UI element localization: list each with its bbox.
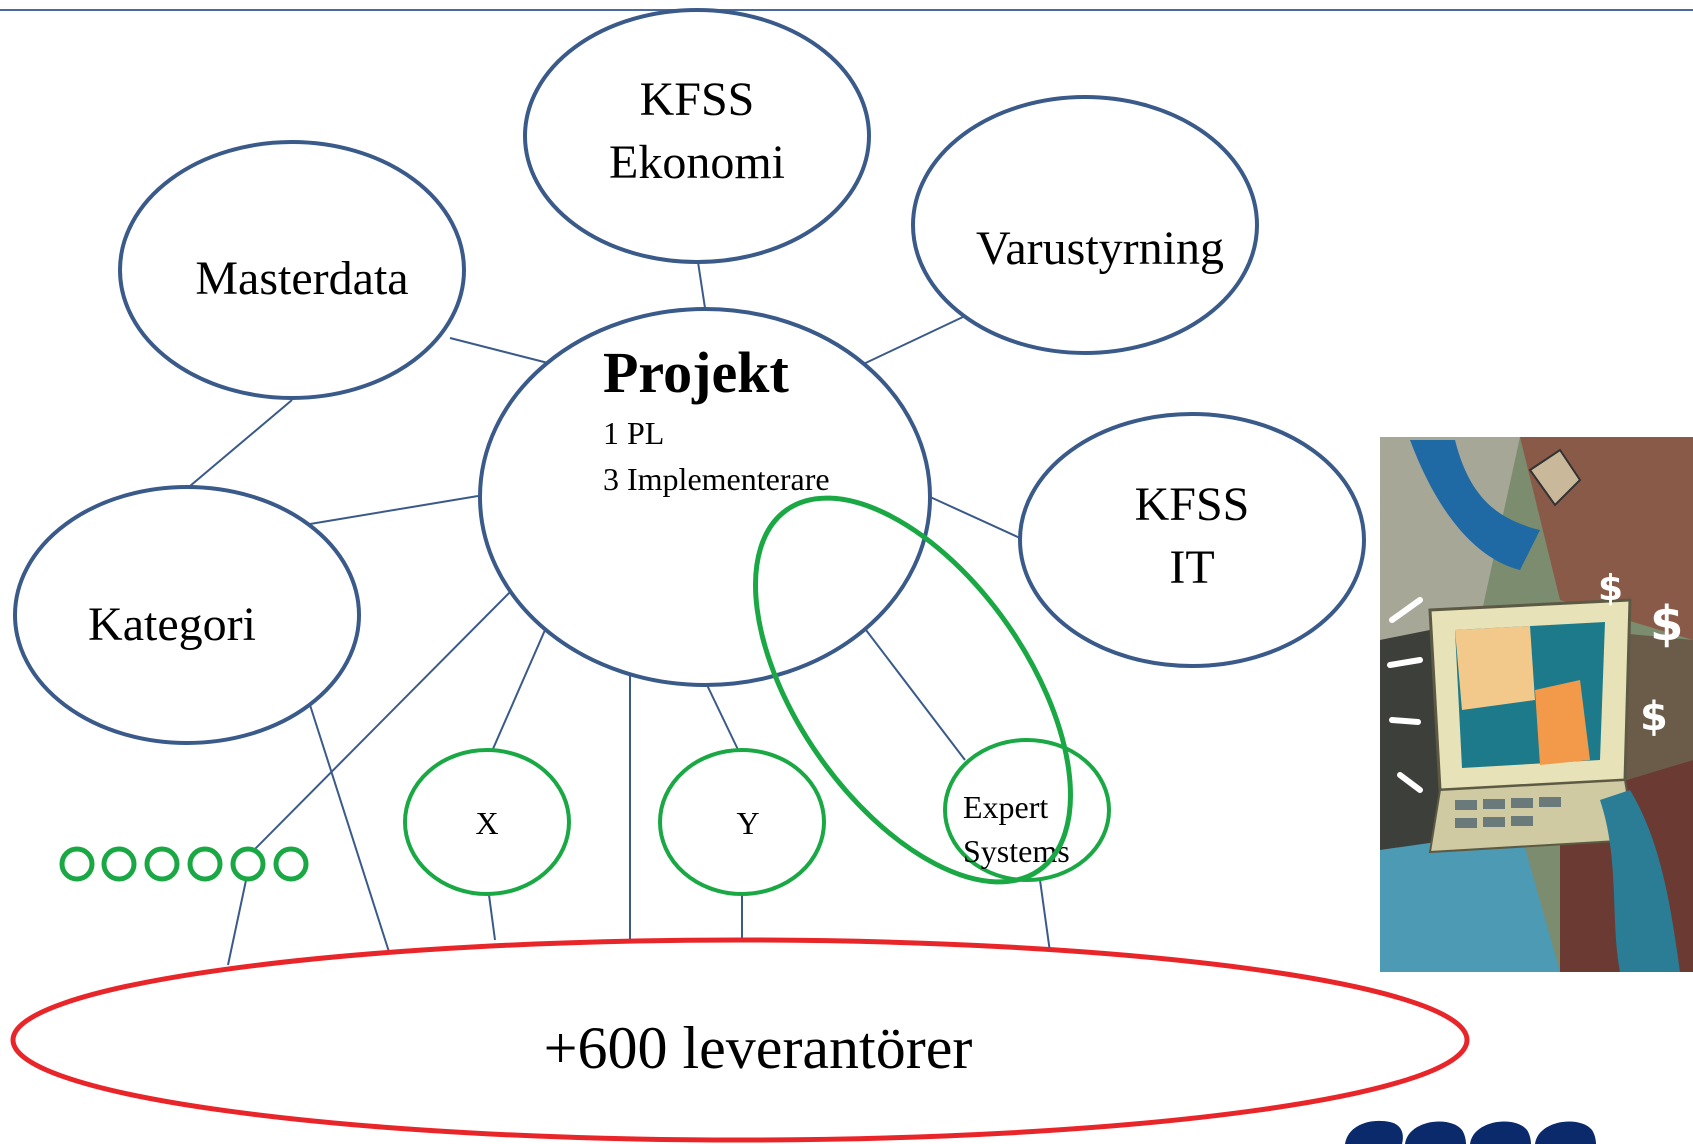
node-kategori: Kategori [13,485,361,745]
node-kfss-it: KFSS IT [1018,412,1366,668]
node-leverantorer: +600 leverantörer [10,937,1470,1143]
node-projekt-line2: 3 Implementerare [603,461,830,497]
connector-projekt-circles [251,589,513,853]
node-masterdata-label: Masterdata [195,252,408,305]
node-kfss-ekonomi-line2: Ekonomi [609,136,785,189]
node-expert-systems: Expert Systems [943,738,1111,882]
node-masterdata: Masterdata [118,140,466,400]
node-x: X [403,748,571,896]
connector-projekt-y [706,684,743,759]
node-varustyrning: Varustyrning [911,95,1259,355]
connector-masterdata-projekt [449,337,549,364]
connector-projekt-x [488,629,546,759]
node-kfss-ekonomi: KFSS Ekonomi [523,8,871,264]
node-projekt-title: Projekt [603,340,789,405]
small-circle [273,846,309,882]
small-circle [59,846,95,882]
node-kfss-it-line2: IT [1169,541,1214,594]
small-circle [230,846,266,882]
connector-kategori-projekt [309,495,479,525]
node-y-label: Y [736,805,759,841]
node-projekt: Projekt 1 PL 3 Implementerare [478,307,932,687]
computer-hands-money-clipart: $ $ $ [1380,437,1693,972]
connector-kategori-leverantorer [309,704,391,956]
node-kfss-it-line1: KFSS [1135,478,1250,531]
small-circles-row [59,846,309,882]
node-varustyrning-label: Varustyrning [976,222,1224,275]
small-circle [187,846,223,882]
node-expert-systems-line1: Expert [963,789,1048,825]
node-y: Y [658,748,826,896]
connector-ekonomi-projekt [697,261,706,309]
connector-varustyrning-projekt [854,315,966,369]
expert-grouping-loop [753,495,1073,885]
node-kategori-label: Kategori [88,598,256,651]
connector-projekt-expert [865,629,966,761]
node-expert-systems-line2: Systems [963,833,1070,869]
connector-lines [189,261,1051,966]
node-kfss-ekonomi-line1: KFSS [640,73,755,126]
dollar-sign-icon: $ [1640,694,1668,740]
coop-logo [1345,1120,1596,1144]
node-projekt-line1: 1 PL [603,415,664,451]
small-circle [101,846,137,882]
small-circle [144,846,180,882]
node-x-label: X [475,805,498,841]
connector-x-leverantorer [488,894,496,941]
connector-masterdata-kategori [189,399,293,487]
connector-kfssit-projekt [927,495,1021,539]
connector-expert-leverantorer [1039,879,1051,953]
node-leverantorer-label: +600 leverantörer [544,1015,973,1081]
dollar-sign-icon: $ [1598,568,1623,609]
dollar-sign-icon: $ [1650,596,1683,652]
